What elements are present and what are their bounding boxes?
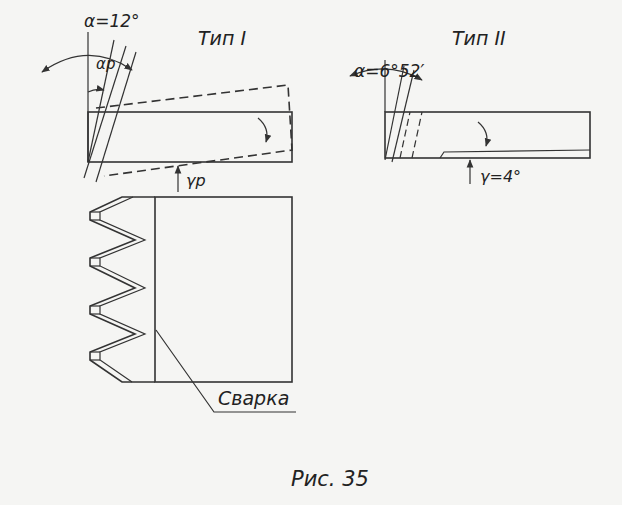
rotated-outline — [96, 85, 292, 176]
type-label: Тип II — [452, 28, 506, 49]
type-label: Тип I — [198, 28, 246, 49]
thread-teeth — [90, 197, 155, 382]
angle-arc — [42, 55, 132, 72]
angle-label: α=6°52′ — [354, 62, 424, 81]
angle-label: γ=4° — [480, 168, 521, 186]
hidden-line — [412, 112, 422, 158]
flank-line — [84, 46, 126, 178]
hidden-line — [400, 112, 410, 158]
tool-body — [88, 112, 292, 162]
angle-arrow — [177, 166, 178, 192]
angle-label: αр — [96, 56, 115, 73]
angle-arc — [478, 122, 487, 146]
angle-label: γр — [186, 172, 206, 190]
angle-arc — [258, 118, 267, 142]
flank-line — [96, 52, 136, 182]
flank-line — [392, 70, 414, 162]
tool-body — [385, 112, 590, 158]
angle-arc — [88, 89, 104, 92]
angle-label: α=12° — [84, 12, 140, 31]
part-label: Сварка — [218, 388, 289, 409]
reference-line — [87, 32, 88, 162]
rake-face — [440, 150, 590, 158]
leader-line — [156, 330, 296, 412]
teeth-chamfer — [100, 197, 145, 382]
chaser-body — [155, 197, 292, 382]
angle-arrow — [469, 160, 470, 184]
figure-caption: Рис. 35 — [291, 468, 369, 491]
